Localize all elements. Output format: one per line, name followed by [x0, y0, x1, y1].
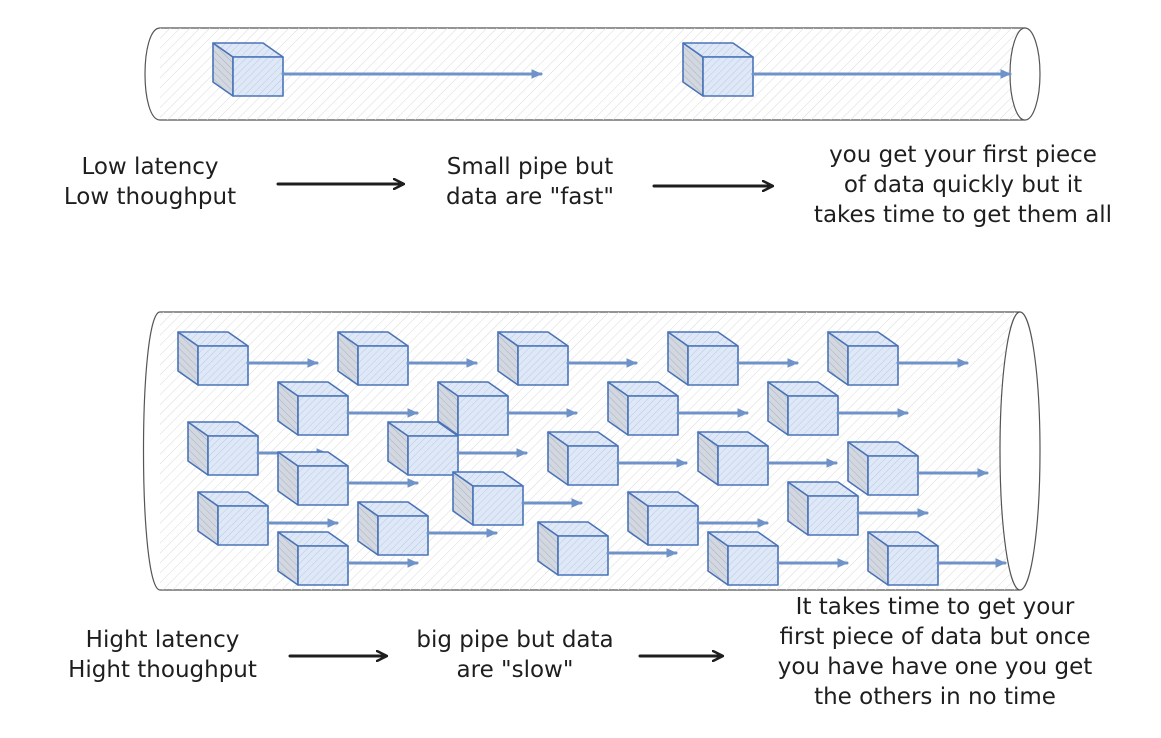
data-cube	[277, 451, 419, 506]
bottom-result-line-1: It takes time to get your	[795, 594, 1075, 620]
bottom-result-label: It takes time to get your first piece of…	[725, 592, 1145, 712]
small-pipe	[144, 27, 1041, 121]
data-cube	[452, 471, 583, 526]
high-throughput-line: Hight thoughput	[68, 657, 257, 683]
data-cube	[627, 491, 769, 546]
data-cube	[682, 42, 1012, 97]
high-latency-line: Hight latency	[85, 627, 240, 653]
data-cube	[212, 42, 543, 97]
data-cube	[787, 481, 929, 536]
bottom-data-cubes	[177, 331, 1007, 586]
data-cube	[707, 531, 849, 586]
top-result-line-1: you get your first piece	[829, 142, 1097, 168]
low-latency-label: Low latency Low thoughput	[40, 152, 260, 212]
data-cube	[277, 531, 419, 586]
data-cube	[177, 331, 319, 386]
bottom-result-line-2: first piece of data but once	[779, 624, 1091, 650]
small-pipe-line-2: data are "fast"	[446, 184, 614, 210]
low-throughput-line: Low thoughput	[63, 184, 237, 210]
data-cube	[667, 331, 799, 386]
data-cube	[197, 491, 339, 546]
data-cube	[497, 331, 638, 386]
data-cube	[697, 431, 838, 486]
data-cube	[547, 431, 688, 486]
big-pipe-line-1: big pipe but data	[416, 627, 614, 653]
bottom-result-line-3: you have have one you get	[777, 654, 1093, 680]
low-latency-line: Low latency	[81, 154, 219, 180]
big-pipe-line-2: are "slow"	[456, 657, 574, 683]
data-cube	[607, 381, 749, 436]
data-cube	[277, 381, 419, 436]
data-cube	[767, 381, 909, 436]
data-cube	[337, 331, 478, 386]
data-cube	[387, 421, 528, 476]
top-data-cubes	[212, 42, 1012, 97]
big-pipe-label: big pipe but data are "slow"	[385, 625, 645, 685]
high-latency-label: Hight latency Hight thoughput	[45, 625, 280, 685]
top-result-line-3: takes time to get them all	[813, 202, 1113, 228]
small-pipe-line-1: Small pipe but	[446, 154, 614, 180]
data-cube	[357, 501, 498, 556]
data-cube	[537, 521, 678, 576]
top-result-label: you get your first piece of data quickly…	[778, 140, 1148, 230]
data-cube	[437, 381, 578, 436]
bottom-result-line-4: the others in no time	[814, 684, 1056, 710]
top-result-line-2: of data quickly but it	[843, 172, 1083, 198]
data-cube	[827, 331, 969, 386]
data-cube	[847, 441, 989, 496]
data-cube	[867, 531, 1007, 586]
small-pipe-label: Small pipe but data are "fast"	[415, 152, 645, 212]
